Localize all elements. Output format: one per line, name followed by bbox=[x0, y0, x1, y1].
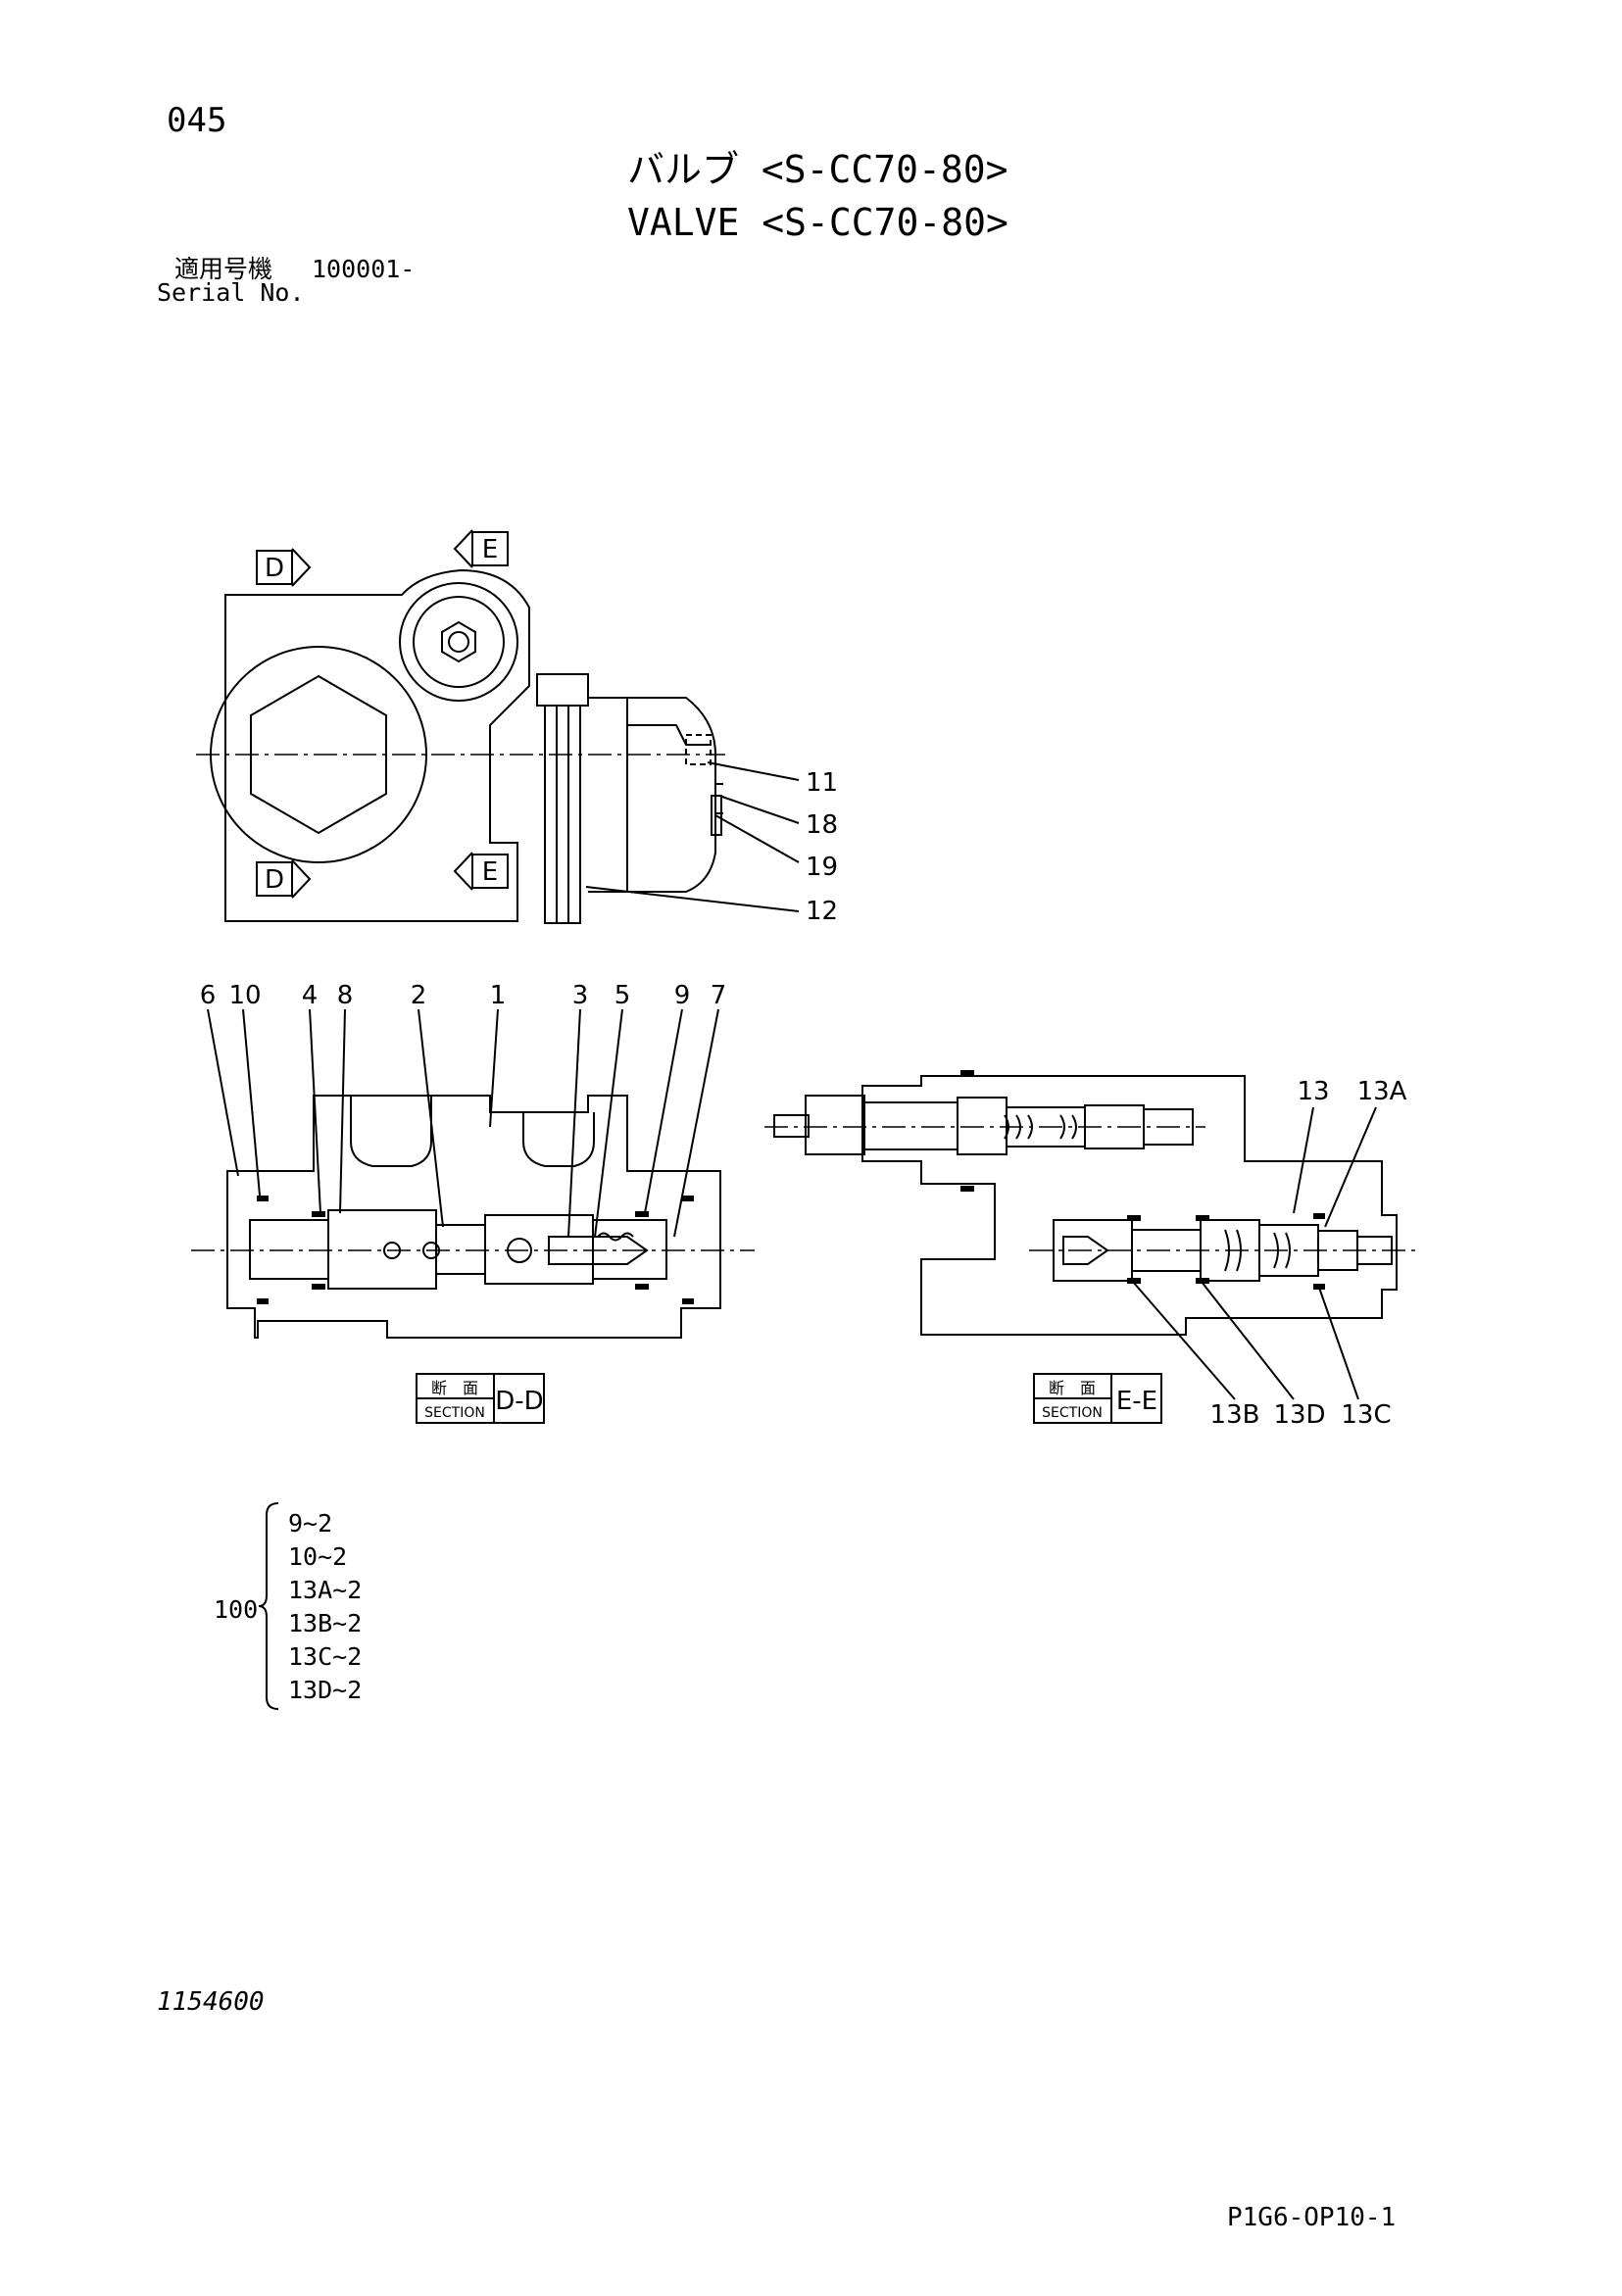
seal-kit-number: 100 bbox=[214, 1595, 259, 1624]
callout-6: 6 bbox=[200, 981, 217, 1010]
section-label-e-e-en: SECTION bbox=[1042, 1405, 1103, 1421]
callout-7: 7 bbox=[711, 981, 727, 1010]
callout-11: 11 bbox=[806, 768, 838, 798]
top-view: D E D E bbox=[196, 529, 838, 926]
callout-3: 3 bbox=[572, 981, 589, 1010]
callout-12: 12 bbox=[806, 897, 838, 926]
callout-13a: 13A bbox=[1357, 1077, 1407, 1106]
view-marker-d-top bbox=[256, 548, 312, 587]
seals-d-d bbox=[257, 1196, 694, 1304]
view-marker-e-top bbox=[453, 529, 509, 568]
serial-label-japanese: 適用号機 bbox=[174, 255, 273, 283]
title-japanese: バルブ <S-CC70-80> bbox=[627, 148, 1008, 191]
callout-4: 4 bbox=[302, 981, 319, 1010]
seal-kit: 100 9~2 10~2 13A~2 13B~2 13C~2 13D~2 bbox=[214, 1501, 410, 1710]
callout-18: 18 bbox=[806, 810, 838, 840]
title-english: VALVE <S-CC70-80> bbox=[627, 201, 1008, 244]
seal-kit-items: 9~2 10~2 13A~2 13B~2 13C~2 13D~2 bbox=[288, 1507, 362, 1707]
view-marker-d-bottom-label: D bbox=[265, 865, 284, 895]
serial-value: 100001- bbox=[312, 255, 416, 283]
seal-kit-item: 10~2 bbox=[288, 1542, 348, 1571]
view-marker-d-top-label: D bbox=[265, 554, 284, 583]
section-label-e-e-jp: 断 面 bbox=[1049, 1379, 1096, 1397]
seal-kit-brace bbox=[258, 1502, 279, 1710]
view-marker-e-top-label: E bbox=[482, 535, 498, 564]
seals-e-e bbox=[960, 1070, 1325, 1290]
seal-kit-item: 13D~2 bbox=[288, 1676, 363, 1704]
callout-9: 9 bbox=[674, 981, 691, 1010]
section-label-e-e: 断 面 SECTION E-E bbox=[1033, 1373, 1162, 1424]
seal-kit-item: 13C~2 bbox=[288, 1642, 363, 1671]
section-label-d-d-en: SECTION bbox=[424, 1405, 485, 1421]
callout-13d: 13D bbox=[1273, 1400, 1325, 1430]
page-code: P1G6-OP10-1 bbox=[1227, 2203, 1397, 2232]
section-e-e: 13 13A 13B 13D 13C 断 面 SECTION E-E bbox=[764, 1070, 1416, 1430]
section-label-d-d: 断 面 SECTION D-D bbox=[416, 1373, 545, 1424]
serial-label-english: Serial No. bbox=[157, 278, 305, 307]
callout-5: 5 bbox=[614, 981, 631, 1010]
callout-19: 19 bbox=[806, 853, 838, 882]
seal-kit-item: 13B~2 bbox=[288, 1609, 363, 1637]
callout-1: 1 bbox=[490, 981, 507, 1010]
callout-2: 2 bbox=[411, 981, 427, 1010]
seal-kit-item: 13A~2 bbox=[288, 1576, 363, 1604]
view-marker-d-bottom bbox=[256, 859, 312, 899]
callout-13b: 13B bbox=[1210, 1400, 1260, 1430]
section-label-e-e-id: E-E bbox=[1116, 1387, 1157, 1416]
seal-kit-item: 9~2 bbox=[288, 1509, 333, 1538]
view-marker-e-bottom-label: E bbox=[482, 857, 498, 887]
callout-10: 10 bbox=[228, 981, 261, 1010]
section-label-d-d-id: D-D bbox=[495, 1387, 543, 1416]
view-marker-e-bottom bbox=[453, 852, 509, 891]
callout-13c: 13C bbox=[1341, 1400, 1391, 1430]
section-label-d-d-jp: 断 面 bbox=[431, 1379, 478, 1397]
section-d-d: 6 10 4 8 2 1 3 5 9 7 断 面 SECTION D-D bbox=[191, 981, 755, 1424]
callout-13: 13 bbox=[1297, 1077, 1329, 1106]
callout-8: 8 bbox=[337, 981, 354, 1010]
document-number: 1154600 bbox=[157, 1987, 265, 2017]
page-number: 045 bbox=[167, 101, 227, 140]
